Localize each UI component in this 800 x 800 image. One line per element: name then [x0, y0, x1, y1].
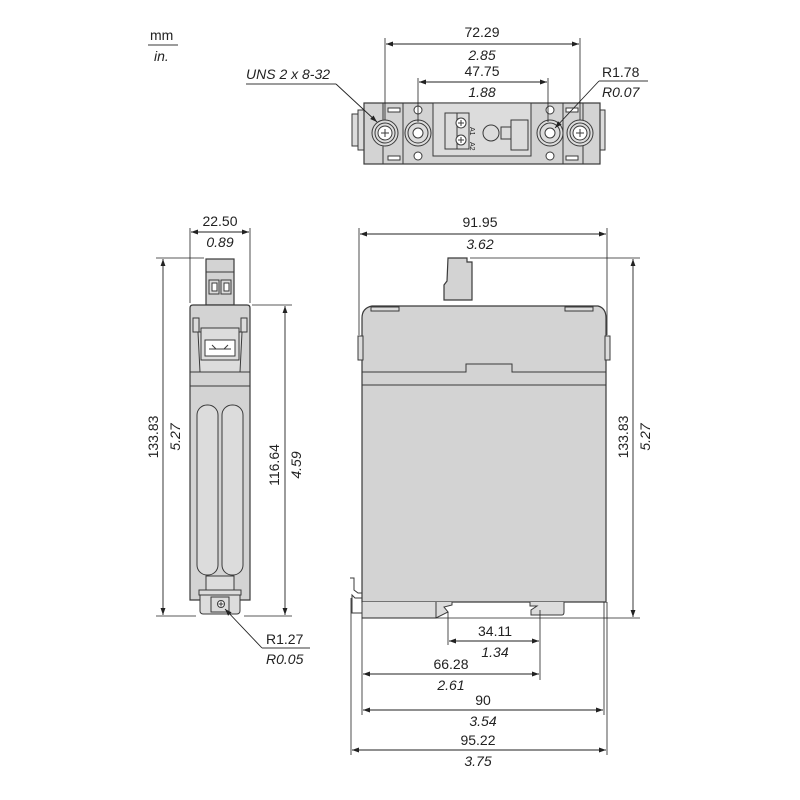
dim-overall-depth-mm: 95.22	[460, 732, 495, 748]
dim-body-depth-mm: 90	[475, 692, 491, 708]
terminal-a1-label: A1	[468, 127, 475, 136]
dim-body-height-mm: 116.64	[266, 444, 282, 486]
dim-side-height-in: 5.27	[167, 422, 183, 450]
dim-rail-edge-in: 2.61	[436, 677, 464, 693]
screw-callout: UNS 2 x 8-32	[246, 66, 330, 82]
dim-rail-slot-in: 1.34	[481, 644, 508, 660]
dim-front-height-in: 5.27	[637, 422, 653, 450]
dim-radius-side-in: R0.05	[266, 651, 304, 667]
dim-width-mm: 22.50	[202, 213, 237, 229]
dim-front-height-mm: 133.83	[615, 415, 631, 458]
dim-radius-top-in: R0.07	[602, 84, 641, 100]
dim-width-in: 0.89	[206, 234, 233, 250]
screw-icon	[566, 119, 594, 147]
terminal-a2-label: A2	[468, 142, 475, 151]
dim-overall-mount-mm: 72.29	[464, 24, 499, 40]
dim-overall-depth-in: 3.75	[464, 753, 491, 769]
dim-radius-side-mm: R1.27	[266, 631, 304, 647]
dim-rail-slot-mm: 34.11	[478, 623, 512, 639]
unit-mm: mm	[150, 27, 173, 43]
dim-body-depth-in: 3.54	[469, 713, 496, 729]
dim-radius-top-mm: R1.78	[602, 64, 640, 80]
dim-depth-in: 3.62	[466, 236, 493, 252]
dim-rail-edge-mm: 66.28	[433, 656, 468, 672]
dim-inner-mount-in: 1.88	[468, 84, 495, 100]
screw-icon	[371, 119, 399, 147]
dim-overall-mount-in: 2.85	[467, 47, 495, 63]
front-view: 91.95 3.62 133.83 5.27 34.11 1.34 66.28 …	[350, 214, 653, 769]
dim-inner-mount-mm: 47.75	[464, 63, 499, 79]
dim-side-height-mm: 133.83	[145, 415, 161, 458]
dim-depth-mm: 91.95	[462, 214, 497, 230]
top-view: A1 A2 72.29 2.85 47.75 1.88 UN	[246, 24, 648, 165]
units-legend: mm in.	[148, 27, 178, 64]
side-view: 22.50 0.89 133.83 5.27 116.64 4.59 R1.27…	[145, 213, 310, 667]
dim-body-height-in: 4.59	[288, 451, 304, 478]
unit-in: in.	[154, 48, 169, 64]
